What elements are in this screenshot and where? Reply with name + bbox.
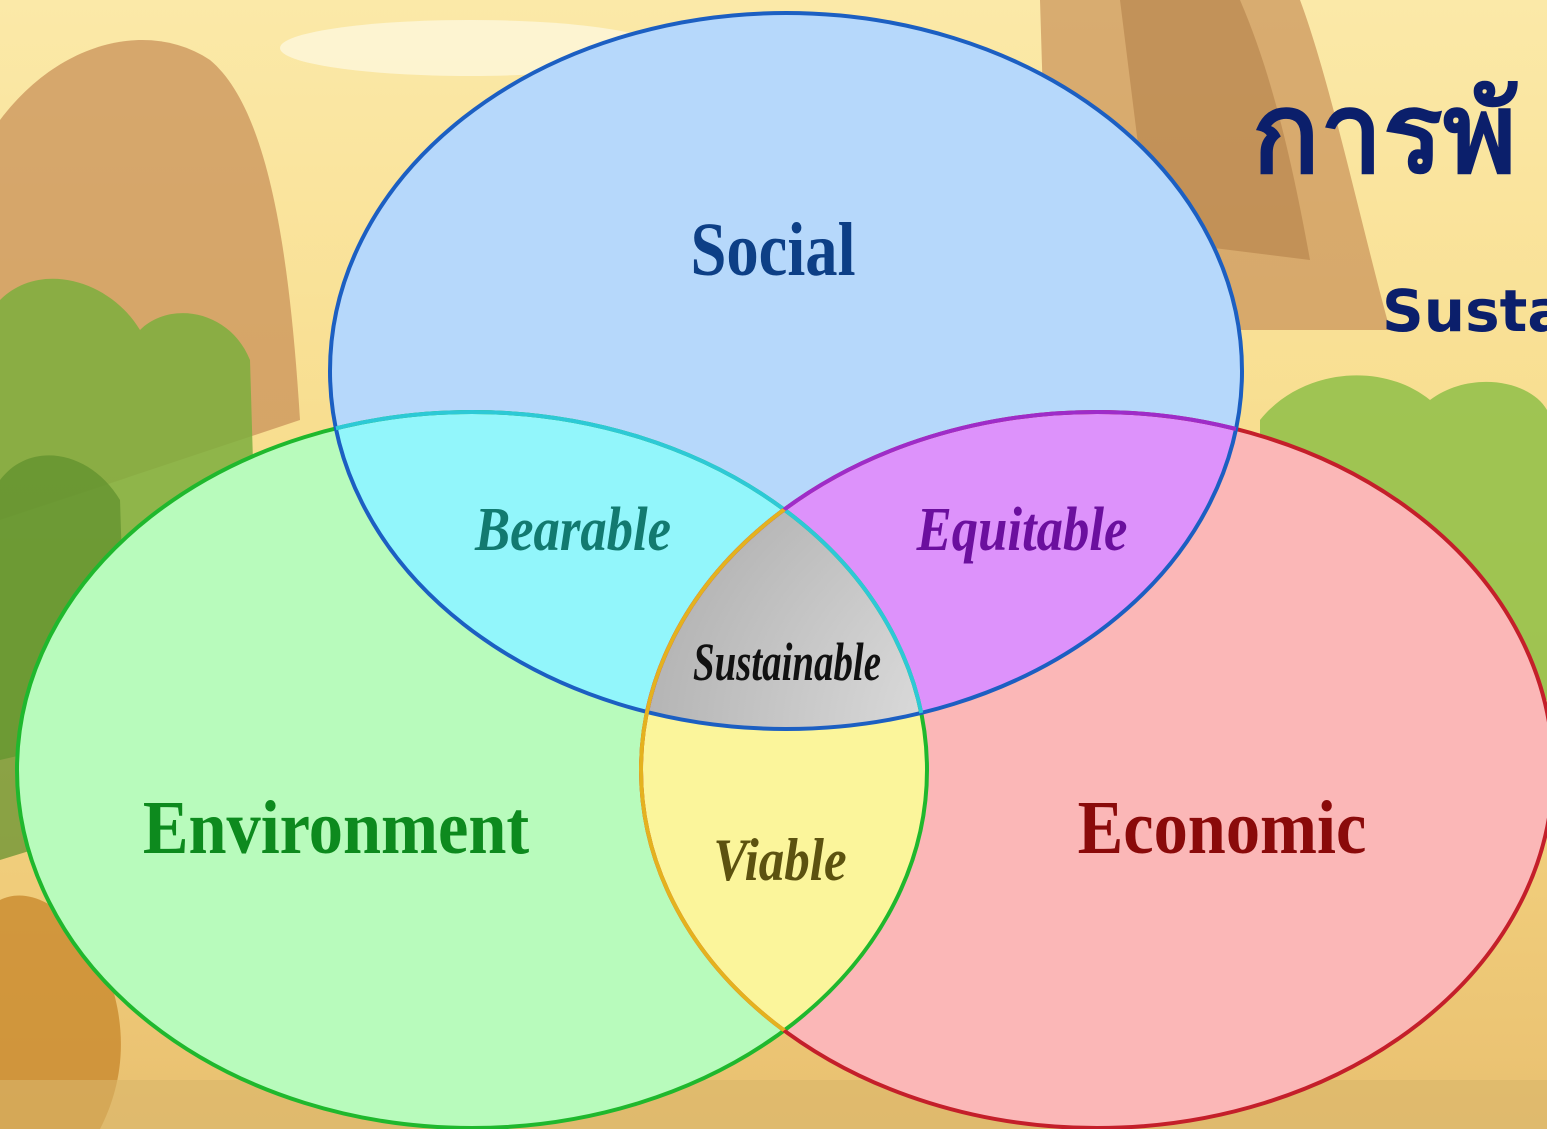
equitable-region — [641, 412, 1242, 729]
economic-inner-outline — [639, 410, 1242, 729]
label-equitable: Equitable — [916, 496, 1128, 564]
label-environment: Environment — [143, 786, 529, 870]
label-economic: Economic — [1078, 786, 1367, 870]
page-title: การพั — [1252, 69, 1517, 199]
social-outline — [328, 11, 1244, 731]
ground — [0, 1080, 1547, 1129]
economic-lower-outline — [639, 412, 927, 1128]
label-bearable: Bearable — [474, 496, 671, 564]
label-viable: Viable — [713, 827, 846, 894]
page-subtitle: Susta — [1382, 277, 1547, 345]
label-sustainable: Sustainable — [693, 633, 881, 693]
label-social: Social — [690, 208, 855, 292]
environment-inner-outline — [330, 410, 929, 729]
bearable-region — [330, 412, 927, 729]
